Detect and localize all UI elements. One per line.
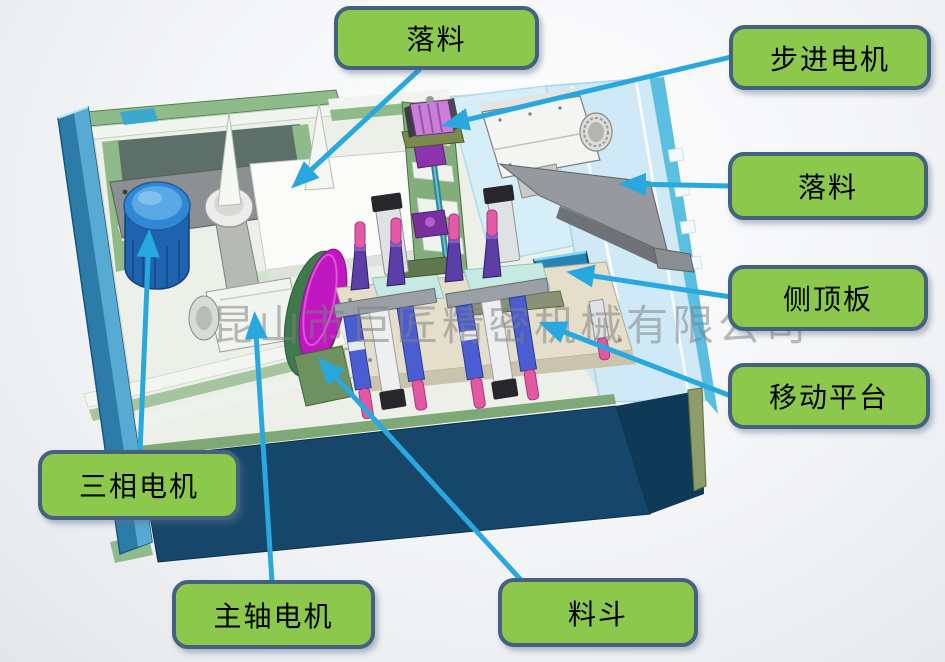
callout-spindle-motor: 主轴电机 <box>172 580 375 649</box>
callout-label: 三相电机 <box>78 472 199 503</box>
left-wall <box>57 105 153 556</box>
arrow-drop-material-top <box>291 67 422 189</box>
callout-moving-platform: 移动平台 <box>728 363 930 429</box>
callout-label: 侧顶板 <box>782 285 873 316</box>
arrow-hopper <box>317 357 523 582</box>
callout-label: 移动平台 <box>768 383 889 414</box>
callout-label: 料斗 <box>567 599 628 631</box>
arrow-moving-platform <box>538 321 732 399</box>
upper-actuators <box>350 184 521 291</box>
arrow-three-phase-motor <box>136 229 160 453</box>
callout-side-top-plate: 侧顶板 <box>728 265 928 331</box>
callout-hopper: 料斗 <box>498 578 698 647</box>
callout-three-phase-motor: 三相电机 <box>38 450 240 520</box>
callout-label: 落料 <box>406 25 467 56</box>
callout-drop-material-top: 落料 <box>334 6 539 70</box>
callout-stepper-motor: 步进电机 <box>729 25 931 90</box>
callout-label: 主轴电机 <box>213 601 334 633</box>
callout-drop-material-right: 落料 <box>728 152 928 220</box>
arrow-side-top-plate <box>566 264 732 300</box>
three-phase-motor-part <box>123 181 191 290</box>
arrows <box>136 54 732 583</box>
arrow-spindle-motor <box>244 311 275 583</box>
stepper-motor-part <box>401 96 465 149</box>
watermark-text: 昆山市巨匠精密机械有限公司 <box>212 303 810 350</box>
callout-label: 落料 <box>797 173 858 204</box>
callout-label: 步进电机 <box>769 44 890 76</box>
arrow-stepper-motor <box>441 54 732 131</box>
arrow-drop-material-right <box>618 172 732 196</box>
